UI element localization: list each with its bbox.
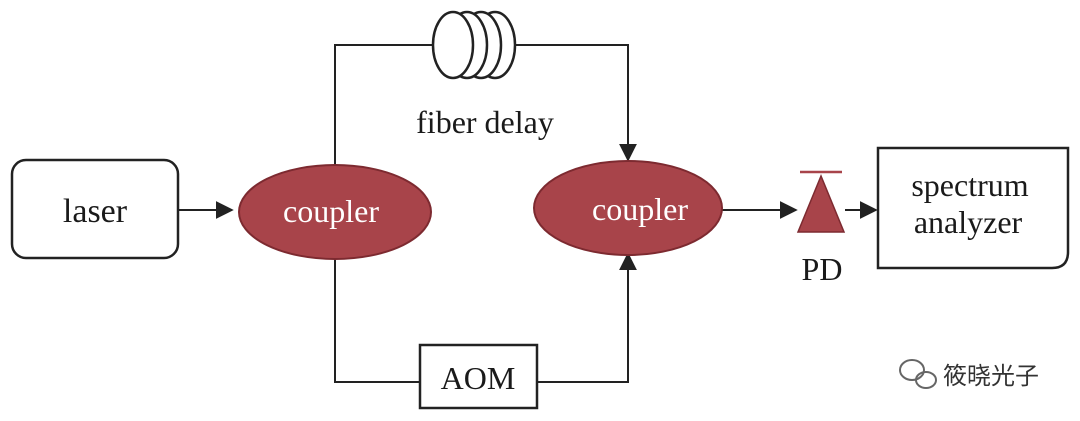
upper-arm-right-arrow: [515, 44, 637, 162]
upper-arm-left: [334, 44, 440, 166]
connections: [178, 44, 878, 383]
laser-box: [10, 158, 180, 260]
spectrum-analyzer-label-line2: analyzer: [914, 204, 1023, 240]
aom-label: AOM: [441, 360, 516, 396]
coupler-left: [238, 164, 432, 260]
laser-label: laser: [63, 193, 128, 230]
fiber-coil-icon: [431, 10, 517, 80]
coupler-right: [533, 160, 723, 256]
watermark-text: 筱晓光子: [943, 362, 1039, 390]
aom-box: [418, 343, 539, 410]
spectrum-analyzer-label-line1: spectrum: [911, 167, 1028, 203]
spectrum-analyzer-box: [876, 146, 1070, 270]
pd-label: PD: [802, 251, 843, 287]
photodetector-icon: [796, 174, 846, 233]
coupler-left-label: coupler: [283, 193, 379, 229]
coupler-right-label: coupler: [592, 191, 688, 227]
wechat-icon: [899, 359, 937, 389]
fiber-delay-label: fiber delay: [416, 104, 554, 140]
lower-arm-left: [334, 258, 420, 383]
lower-arm-right-arrow: [537, 252, 637, 383]
